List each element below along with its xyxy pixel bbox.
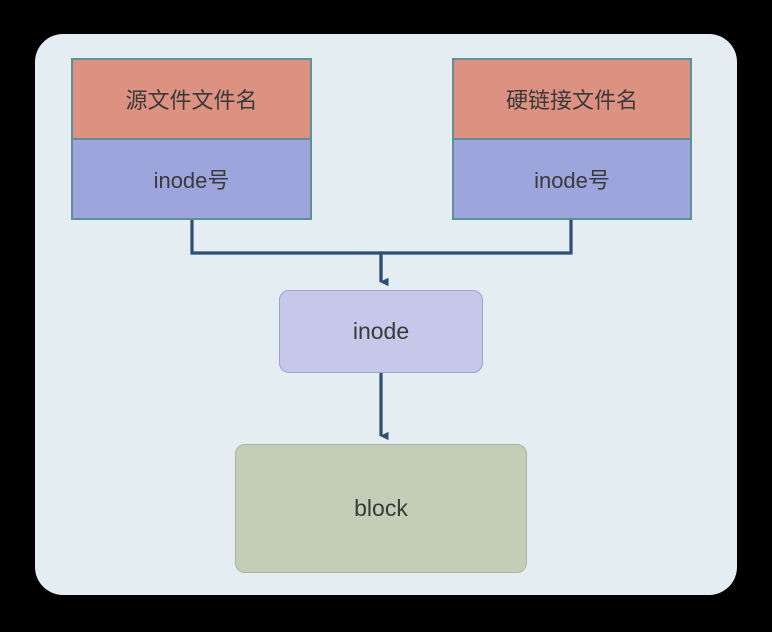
hard-link-file-inode-cell: inode号 bbox=[454, 140, 690, 218]
node-hard-link-file[interactable]: 硬链接文件名 inode号 bbox=[452, 58, 692, 220]
hard-link-file-inode-label: inode号 bbox=[534, 168, 610, 193]
source-file-name-cell: 源文件文件名 bbox=[73, 60, 310, 140]
connector-source-to-inode bbox=[190, 220, 389, 287]
node-block[interactable]: block bbox=[235, 444, 527, 573]
source-file-inode-label: inode号 bbox=[153, 168, 230, 193]
hard-link-file-name-cell: 硬链接文件名 bbox=[454, 60, 690, 140]
hard-link-file-name-label: 硬链接文件名 bbox=[505, 88, 638, 113]
connector-hardlink-to-inode bbox=[379, 220, 573, 287]
inode-node-label: inode bbox=[352, 318, 410, 344]
node-source-file[interactable]: 源文件文件名 inode号 bbox=[71, 58, 312, 220]
block-node-label: block bbox=[354, 495, 408, 521]
source-file-inode-cell: inode号 bbox=[73, 140, 310, 218]
source-file-name-label: 源文件文件名 bbox=[125, 88, 258, 113]
node-inode[interactable]: inode bbox=[279, 290, 483, 373]
